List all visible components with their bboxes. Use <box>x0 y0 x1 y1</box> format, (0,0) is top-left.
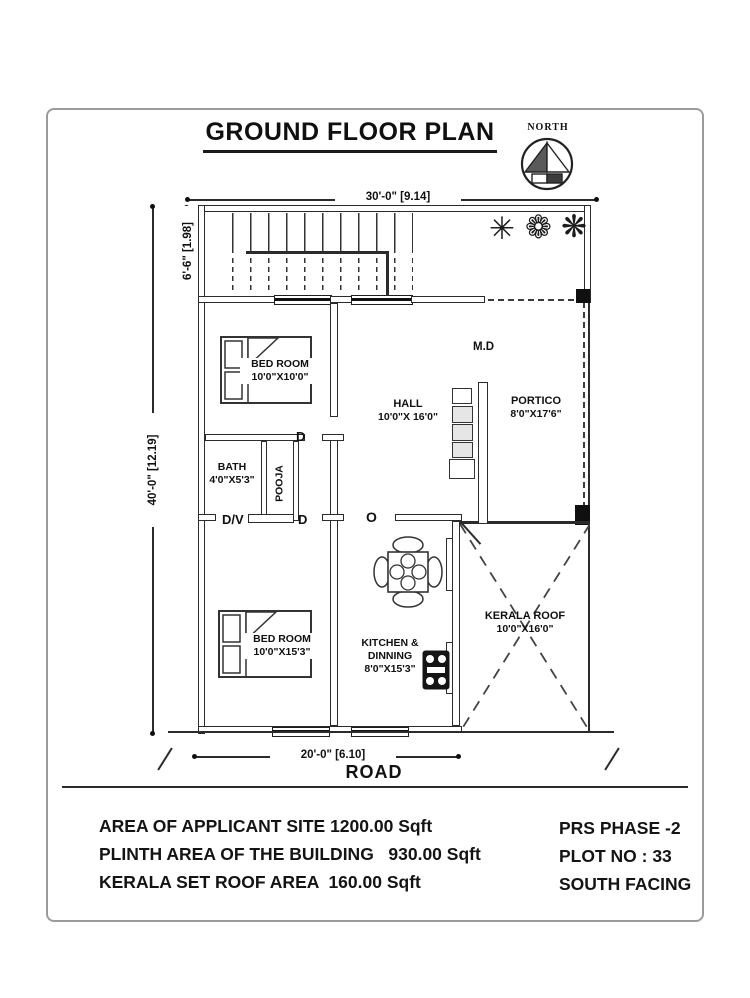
room-size: 10'0"X10'0" <box>251 371 309 383</box>
plant-icon: ❁ <box>525 209 552 245</box>
stove-icon <box>422 650 450 690</box>
room-size: 8'0"X15'3" <box>364 663 416 675</box>
column <box>576 289 590 303</box>
column <box>575 505 590 525</box>
staircase-treads-dashed <box>232 256 413 294</box>
wall <box>198 514 216 521</box>
room-name: BED ROOM <box>251 358 309 370</box>
wall <box>395 514 462 521</box>
dining-table-icon <box>373 536 443 608</box>
portico-dashed-edge <box>488 299 584 301</box>
page-title: GROUND FLOOR PLAN <box>203 118 497 153</box>
wall <box>198 296 276 303</box>
wall <box>322 434 344 441</box>
dim-dot <box>185 197 190 202</box>
room-label-bedroom1: BED ROOM 10'0"X10'0" <box>240 358 320 384</box>
wall <box>330 434 338 726</box>
dim-bottom-label: 20'-0" [6.10] <box>270 749 396 761</box>
cabinet <box>452 406 473 423</box>
room-name: BED ROOM <box>253 633 311 645</box>
drawing-frame <box>46 108 704 922</box>
opening-label: O <box>366 509 377 525</box>
dim-left-label: 40'-0" [12.19] <box>147 413 159 527</box>
room-name: KERALA ROOF <box>484 610 566 622</box>
plot-phase: PRS PHASE -2 <box>559 818 681 838</box>
room-name: PORTICO <box>510 395 562 407</box>
plant-icon: ✳ <box>489 211 515 246</box>
room-size: 8'0"X17'6" <box>510 408 562 420</box>
note-site-area: AREA OF APPLICANT SITE 1200.00 Sqft <box>99 816 433 836</box>
road-label: ROAD <box>345 762 403 782</box>
cabinet <box>452 424 473 441</box>
plot-info: PRS PHASE -2 PLOT NO : 33 SOUTH FACING <box>559 814 691 898</box>
room-label-kitchen: KITCHEN & DINNING 8'0"X15'3" <box>352 637 428 676</box>
wall <box>330 303 338 417</box>
wall <box>198 205 205 734</box>
main-door-label: M.D <box>473 341 495 353</box>
wall <box>411 296 485 303</box>
room-name: DINNING <box>367 650 413 662</box>
wall <box>261 441 267 521</box>
dim-dot <box>456 754 461 759</box>
wall <box>322 514 344 521</box>
dim-dot <box>150 731 155 736</box>
room-size: 10'0"X15'3" <box>253 646 311 658</box>
room-label-kerala-roof: KERALA ROOF 10'0"X16'0" <box>478 610 572 636</box>
portico-dashed-edge <box>583 302 585 508</box>
area-notes: AREA OF APPLICANT SITE 1200.00 Sqft PLIN… <box>99 812 481 896</box>
room-label-hall: HALL 10'0"X 16'0" <box>370 398 446 424</box>
staircase-treads <box>232 213 413 253</box>
window-sill <box>351 295 413 305</box>
door-label-dv: D/V <box>222 512 244 527</box>
dim-left-top-label: 6'-6" [1.98] <box>182 206 194 296</box>
north-arrow-icon <box>520 137 574 191</box>
wall <box>293 441 299 521</box>
site-boundary-line <box>168 731 614 733</box>
wall <box>452 521 460 726</box>
kerala-roof-edge <box>460 521 590 524</box>
room-size: 4'0"X5'3" <box>209 474 255 486</box>
cabinet <box>452 388 472 404</box>
wall <box>205 434 305 441</box>
note-plinth-area: PLINTH AREA OF THE BUILDING 930.00 Sqft <box>99 844 481 864</box>
dim-dot <box>192 754 197 759</box>
room-size: 10'0"X 16'0" <box>378 411 438 423</box>
north-label: NORTH <box>527 122 569 133</box>
plant-icon: ❋ <box>561 209 587 244</box>
staircase-wall <box>386 251 389 296</box>
dim-top-label: 30'-0" [9.14] <box>335 191 461 203</box>
plot-facing: SOUTH FACING <box>559 874 692 894</box>
kerala-roof-cross <box>460 524 590 732</box>
note-roof-area: KERALA SET ROOF AREA 160.00 Sqft <box>99 872 421 892</box>
staircase-break-line <box>246 251 388 254</box>
kitchen-counter <box>446 538 453 591</box>
cabinet <box>452 442 473 458</box>
road-line <box>62 786 688 788</box>
partition-wall <box>478 382 488 524</box>
title-wrap: GROUND FLOOR PLAN <box>185 118 515 153</box>
plot-number: PLOT NO : 33 <box>559 846 672 866</box>
dim-dot <box>594 197 599 202</box>
room-label-pooja: POOJA <box>273 465 286 502</box>
dim-dot <box>150 204 155 209</box>
wall <box>248 514 294 523</box>
door-label-d: D <box>296 429 306 444</box>
cabinet <box>449 459 475 479</box>
room-label-bath: BATH 4'0"X5'3" <box>203 461 261 487</box>
room-label-bedroom2: BED ROOM 10'0"X15'3" <box>241 633 323 659</box>
room-label-portico: PORTICO 8'0"X17'6" <box>498 395 574 421</box>
window-sill <box>274 295 332 305</box>
door-label-d: D <box>298 512 308 527</box>
room-name: HALL <box>393 398 423 410</box>
wall <box>330 296 353 303</box>
room-name: BATH <box>217 461 247 473</box>
room-name: KITCHEN & <box>361 637 419 649</box>
room-size: 10'0"X16'0" <box>496 623 554 635</box>
